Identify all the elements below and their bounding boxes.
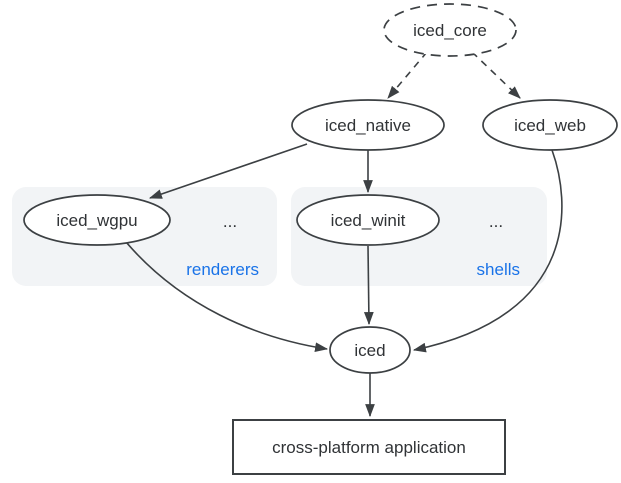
edge-iced_wgpu-iced: [125, 241, 329, 353]
edge-iced_winit-iced: [363, 245, 374, 326]
node-iced: iced: [329, 326, 411, 374]
node-iced-shape: [329, 326, 411, 374]
edge-iced_native-iced_wgpu: [148, 143, 308, 199]
node-iced_core: iced_core: [383, 3, 517, 57]
group-renderers-ellipsis: ...: [223, 212, 237, 231]
node-cross-platform-application: cross-platform application: [232, 419, 506, 475]
node-iced_wgpu: iced_wgpu: [23, 194, 171, 246]
group-shells-label: shells: [477, 260, 520, 279]
node-iced_native-shape: [291, 99, 445, 151]
group-renderers-label: renderers: [186, 260, 259, 279]
group-shells-ellipsis: ...: [489, 212, 503, 231]
node-iced_winit: iced_winit: [296, 194, 440, 246]
node-iced_native-label: iced_native: [325, 116, 411, 135]
node-iced_wgpu-label: iced_wgpu: [56, 211, 137, 230]
node-iced_winit-shape: [296, 194, 440, 246]
node-iced_web: iced_web: [482, 99, 618, 151]
node-cross-platform-application-label: cross-platform application: [272, 438, 466, 457]
node-cross-platform-application-shape: [232, 419, 506, 475]
node-iced_wgpu-shape: [23, 194, 171, 246]
node-iced_core-label: iced_core: [413, 21, 487, 40]
node-iced-label: iced: [354, 341, 385, 360]
edge-iced_core-iced_native: [387, 51, 428, 99]
edge-iced_core-iced_web: [471, 51, 521, 99]
node-iced_web-shape: [482, 99, 618, 151]
node-iced_core-shape: [383, 3, 517, 57]
node-iced_web-label: iced_web: [514, 116, 586, 135]
node-iced_winit-label: iced_winit: [331, 211, 406, 230]
edge-iced_web-iced: [412, 149, 563, 353]
node-iced_native: iced_native: [291, 99, 445, 151]
